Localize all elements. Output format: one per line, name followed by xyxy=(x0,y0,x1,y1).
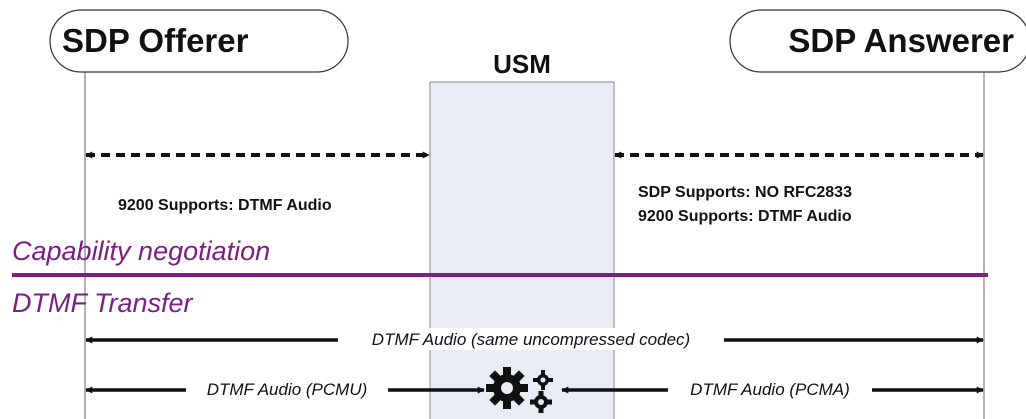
usm-box xyxy=(429,81,615,419)
right-note-line2: 9200 Supports: DTMF Audio xyxy=(638,208,852,225)
left-note: 9200 Supports: DTMF Audio xyxy=(118,197,332,214)
answerer-label: SDP Answerer xyxy=(788,22,1014,59)
capability-phase-label: Capability negotiation xyxy=(12,236,270,266)
right-note-line1: SDP Supports: NO RFC2833 xyxy=(638,184,852,201)
left-leg-label: DTMF Audio (PCMU) xyxy=(207,380,368,399)
left-leg-label-bg xyxy=(186,378,388,400)
usm-label: USM xyxy=(493,49,551,79)
end-to-end-label: DTMF Audio (same uncompressed codec) xyxy=(372,330,690,349)
offerer-label: SDP Offerer xyxy=(62,22,249,59)
end-to-end-label-bg xyxy=(338,328,724,350)
gears-icon xyxy=(486,367,553,413)
right-leg-label: DTMF Audio (PCMA) xyxy=(690,380,850,399)
right-leg-label-bg xyxy=(668,378,872,400)
transfer-phase-label: DTMF Transfer xyxy=(12,288,194,318)
answerer-participant: SDP Answerer xyxy=(729,9,1026,73)
offerer-participant: SDP Offerer xyxy=(49,9,349,73)
